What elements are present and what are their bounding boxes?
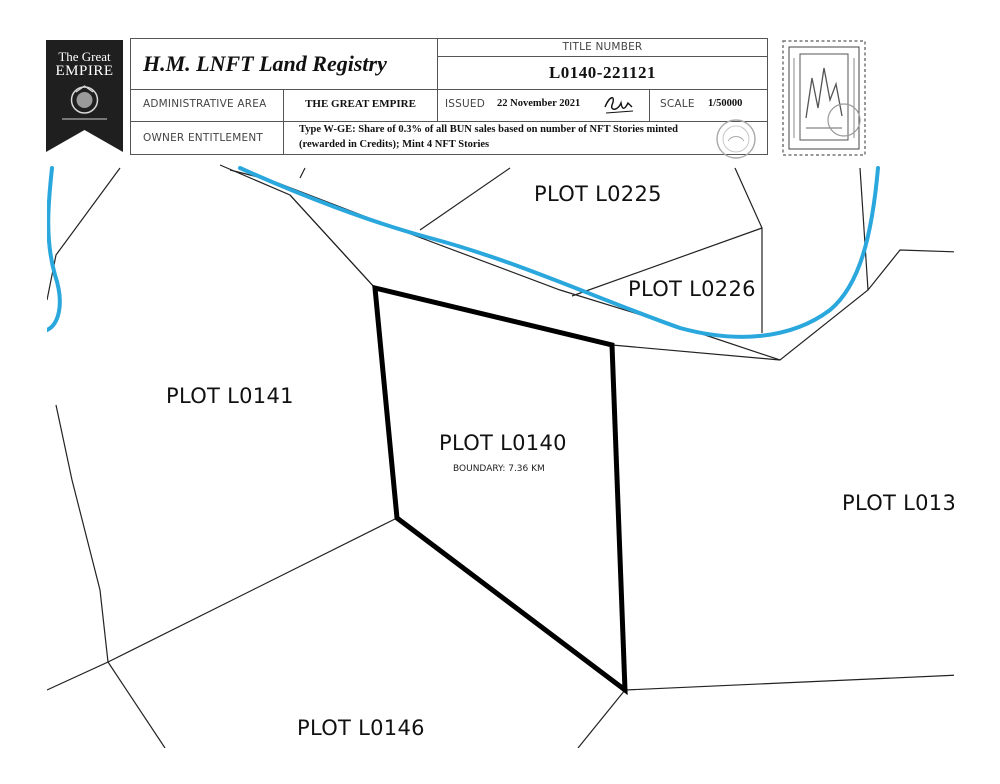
river — [47, 166, 880, 339]
postage-stamp-icon — [782, 40, 866, 156]
seal-icon — [716, 119, 756, 159]
title-number: L0140-221121 — [548, 63, 657, 82]
owner-entitlement-line1: Type W-GE: Share of 0.3% of all BUN sale… — [299, 124, 678, 135]
badge-line2: EMPIRE — [55, 63, 114, 79]
issued-date: 22 November 2021 — [497, 98, 581, 109]
plot-label-l0225: PLOT L0225 — [534, 182, 662, 206]
plot-label-l0139: PLOT L0139 — [842, 491, 970, 515]
issued-label: ISSUED — [445, 98, 486, 110]
title-number-label: TITLE NUMBER — [562, 41, 643, 53]
owner-entitlement-label: OWNER ENTITLEMENT — [143, 132, 264, 144]
plot-l0140-boundary[interactable] — [372, 284, 628, 696]
registry-title: H.M. LNFT Land Registry — [143, 51, 387, 76]
plot-label-l0146: PLOT L0146 — [297, 716, 425, 740]
plot-label-l0226: PLOT L0226 — [628, 277, 756, 301]
plot-lines — [47, 164, 954, 748]
badge-ribbon-icon — [46, 40, 123, 152]
owner-entitlement-line2: (rewarded in Credits); Mint 4 NFT Storie… — [299, 139, 490, 150]
great-empire-badge: The Great EMPIRE — [46, 40, 123, 152]
scale-label: SCALE — [660, 98, 695, 110]
scale-value: 1/50000 — [708, 98, 743, 109]
registry-header: H.M. LNFT Land Registry TITLE NUMBER L01… — [130, 38, 768, 159]
administrative-area-label: ADMINISTRATIVE AREA — [143, 98, 267, 110]
administrative-area-value: THE GREAT EMPIRE — [305, 98, 416, 110]
signature-icon — [604, 97, 634, 114]
plot-label-l0140: PLOT L0140 — [439, 431, 567, 455]
plot-boundary-length: BOUNDARY: 7.36 KM — [453, 464, 545, 474]
badge-line1: The Great — [58, 49, 111, 64]
plot-label-l0141: PLOT L0141 — [166, 384, 294, 408]
